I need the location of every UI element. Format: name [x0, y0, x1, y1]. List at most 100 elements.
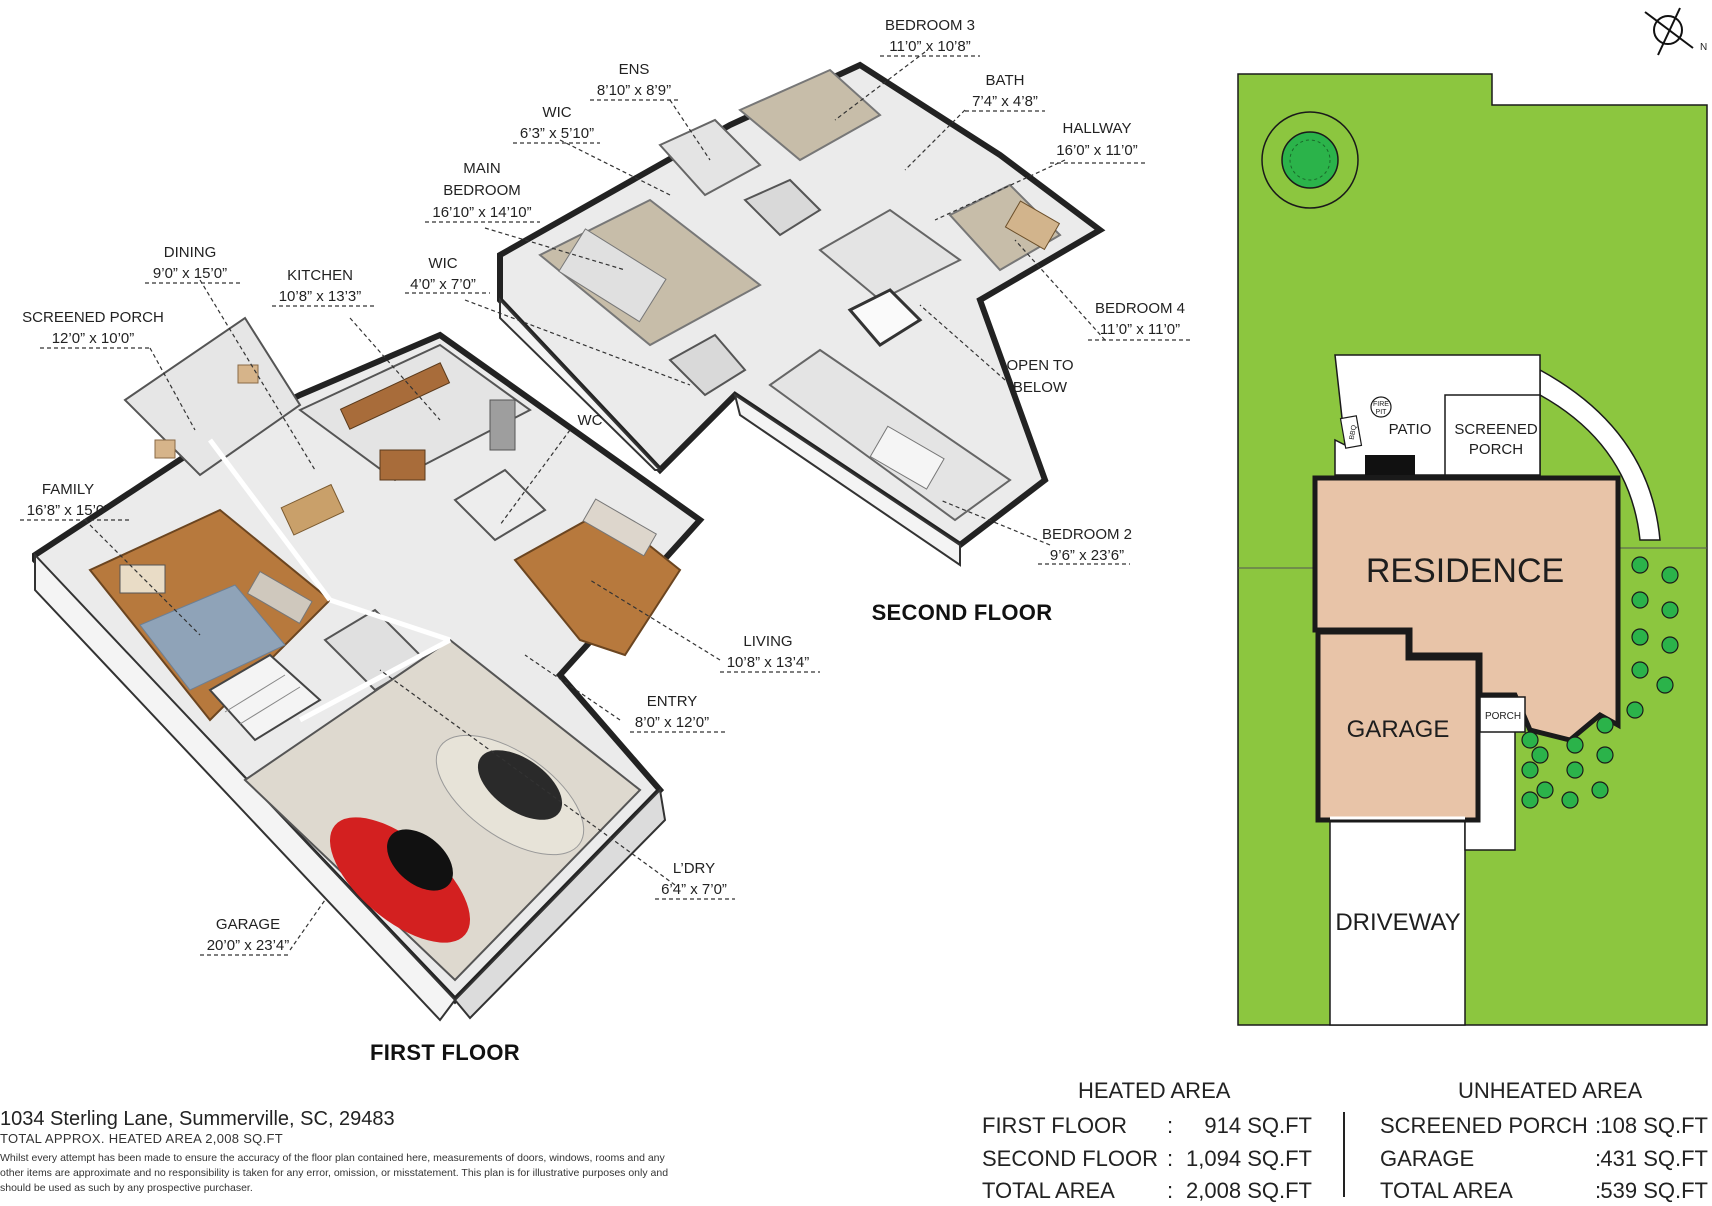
disclaimer-text: Whilst every attempt has been made to en… — [0, 1152, 669, 1194]
living-dims: 10’8” x 13’4” — [727, 654, 810, 671]
ens-dims: 8’10” x 8’9” — [597, 82, 671, 99]
dining-dims: 9’0” x 15’0” — [153, 265, 227, 282]
heated-row: SECOND FLOOR : 1,094 SQ.FT — [982, 1146, 1312, 1174]
bath-name: BATH — [986, 72, 1025, 89]
ens-name: ENS — [619, 61, 650, 78]
wic1-floor — [743, 178, 822, 237]
bedroom3-floor — [738, 68, 882, 162]
garden-path — [1539, 368, 1661, 541]
interior-wall — [298, 637, 452, 723]
heated-row-label: FIRST FLOOR — [982, 1113, 1128, 1138]
colon: : — [1167, 1178, 1174, 1203]
hallway-name: HALLWAY — [1063, 120, 1132, 137]
wc-name: WC — [578, 412, 603, 429]
stairs-first-floor — [208, 653, 322, 742]
unheated-row: GARAGE : 431 SQ.FT — [1380, 1146, 1708, 1174]
laundry-dims: 6’4” x 7’0” — [661, 881, 727, 898]
unheated-row: TOTAL AREA : 539 SQ.FT — [1380, 1178, 1708, 1206]
tree-icon — [1261, 111, 1359, 209]
heated-row-label: SECOND FLOOR — [982, 1146, 1159, 1171]
bedroom3-name: BEDROOM 3 — [885, 17, 975, 34]
heated-area-title: HEATED AREA — [1078, 1078, 1231, 1103]
porch-site — [1479, 696, 1526, 733]
patio-label: PATIO — [1389, 421, 1432, 438]
residence-label: RESIDENCE — [1366, 552, 1564, 590]
family-name: FAMILY — [42, 481, 94, 498]
sofa-icon — [246, 570, 313, 624]
screened-porch-name: SCREENED PORCH — [22, 309, 164, 326]
heated-row: TOTAL AREA : 2,008 SQ.FT — [982, 1178, 1312, 1206]
wc-floor — [453, 468, 547, 542]
bath-dims: 7’4” x 4’8” — [972, 93, 1038, 110]
laundry-name: L’DRY — [673, 860, 715, 877]
dining-name: DINING — [164, 244, 217, 261]
wic1-name: WIC — [542, 104, 571, 121]
unheated-row-label: GARAGE — [1380, 1146, 1475, 1171]
second-floor-wall-face-2 — [733, 392, 961, 567]
bedroom2-dims: 9’6” x 23’6” — [1050, 547, 1124, 564]
porch-chair-2 — [154, 439, 176, 459]
heated-row-value: 1,094 SQ.FT — [1186, 1146, 1312, 1171]
first-floor-title: FIRST FLOOR — [370, 1040, 520, 1065]
fire-pit-icon — [1370, 396, 1392, 418]
fire-pit-label-1: FIRE — [1373, 401, 1389, 408]
fire-pit-label-2: PIT — [1376, 409, 1388, 416]
main-bedroom-dims: 16’10” x 14’10” — [432, 204, 531, 221]
heated-row: FIRST FLOOR : 914 SQ.FT — [982, 1113, 1312, 1141]
colon: : — [1595, 1113, 1602, 1138]
compass-icon — [1644, 7, 1694, 56]
unheated-row-value: 431 SQ.FT — [1600, 1146, 1708, 1171]
crib-icon — [1004, 200, 1061, 251]
main-bedroom-name-2: BEDROOM — [443, 182, 521, 199]
porch-chair-1 — [237, 364, 259, 384]
screened-porch-label-1: SCREENED — [1454, 421, 1538, 438]
driveway-label: DRIVEWAY — [1335, 909, 1460, 936]
screened-porch-dims: 12’0” x 10’0” — [52, 330, 135, 347]
wic2-dims: 4’0” x 7’0” — [410, 276, 476, 293]
first-floor-wall-face — [34, 552, 457, 1022]
unheated-row-label: SCREENED PORCH — [1380, 1113, 1588, 1138]
dining-table — [280, 483, 345, 536]
kitchen-name: KITCHEN — [287, 267, 353, 284]
entry-name: ENTRY — [647, 693, 698, 710]
driveway — [1329, 819, 1466, 1026]
open-below-name-1: OPEN TO — [1007, 357, 1074, 374]
unheated-row: SCREENED PORCH : 108 SQ.FT — [1380, 1113, 1708, 1141]
compass-label: N — [1700, 42, 1707, 53]
interior-wall — [329, 597, 451, 643]
bedroom4-floor — [948, 183, 1062, 272]
second-floor-title: SECOND FLOOR — [872, 600, 1053, 625]
screened-porch-label-2: PORCH — [1469, 441, 1523, 458]
heated-row-label: TOTAL AREA — [982, 1178, 1115, 1203]
screened-porch-site — [1444, 394, 1541, 476]
white-car-icon — [435, 734, 585, 856]
fireplace-icon — [119, 564, 166, 594]
colon: : — [1595, 1178, 1602, 1203]
main-bed-icon — [558, 228, 667, 323]
open-to-below-void — [847, 288, 923, 347]
interior-wall — [208, 438, 332, 602]
hallway-floor — [818, 208, 962, 302]
wic1-dims: 6’3” x 5’10” — [520, 125, 594, 142]
living-name: LIVING — [743, 633, 792, 650]
label-underlines — [20, 55, 1190, 956]
second-floor-wall-face — [499, 297, 663, 471]
chimney — [1365, 455, 1415, 475]
wic2-floor — [668, 333, 747, 397]
bedroom4-dims: 11’0” x 11’0” — [1100, 321, 1180, 338]
entry-dims: 8’0” x 12’0” — [635, 714, 709, 731]
garage-wall-face — [453, 787, 667, 1020]
garage-label: GARAGE — [1347, 716, 1450, 743]
first-floor-plan — [32, 316, 705, 1022]
living-sofa — [582, 498, 657, 557]
red-car-icon — [329, 817, 471, 943]
property-address: 1034 Sterling Lane, Summerville, SC, 294… — [0, 1108, 395, 1130]
heated-row-value: 2,008 SQ.FT — [1186, 1178, 1312, 1203]
refrigerator-icon — [489, 399, 516, 451]
main-bedroom-name-1: MAIN — [463, 160, 501, 177]
kitchen-island — [379, 449, 426, 481]
hallway-dims: 16’0” x 11’0” — [1056, 142, 1137, 159]
open-below-name-2: BELOW — [1013, 379, 1068, 396]
bedroom2-name: BEDROOM 2 — [1042, 526, 1132, 543]
